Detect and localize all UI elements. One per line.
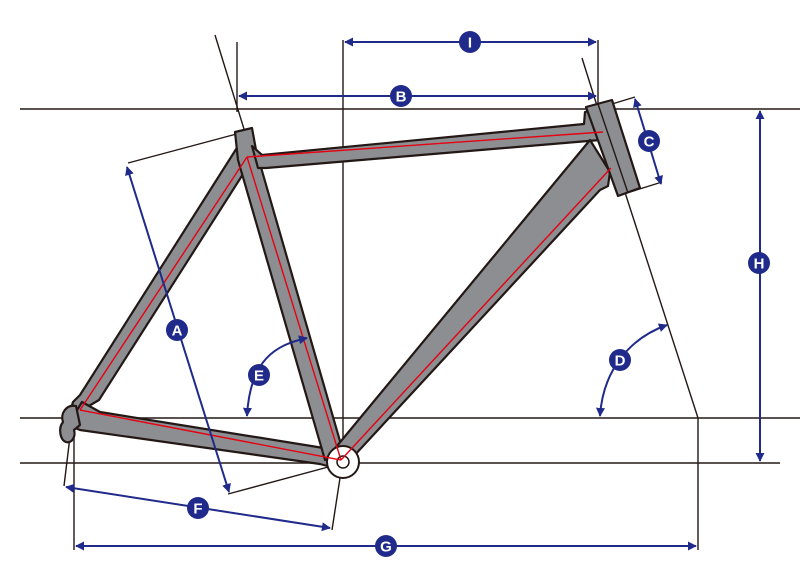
label-I: I bbox=[459, 31, 481, 53]
bottom-bracket-axle bbox=[336, 455, 350, 469]
label-G: G bbox=[375, 535, 397, 557]
label-F: F bbox=[187, 497, 209, 519]
badge-B-text: B bbox=[396, 89, 407, 106]
seat-tube-centerline bbox=[246, 156, 342, 461]
badge-E-text: E bbox=[254, 368, 264, 385]
seat-tube-witness-top bbox=[127, 131, 245, 164]
badge-F-text: F bbox=[193, 501, 202, 518]
label-C: C bbox=[638, 130, 660, 152]
badge-C bbox=[638, 130, 660, 152]
badge-B bbox=[390, 85, 412, 107]
badge-E bbox=[248, 364, 270, 386]
badge-C-text: C bbox=[644, 134, 655, 151]
label-E: E bbox=[248, 364, 270, 386]
badge-I bbox=[459, 31, 481, 53]
head-tube-extension-top bbox=[581, 57, 599, 110]
seat-tube-witness-bottom bbox=[227, 462, 344, 495]
badge-I-text: I bbox=[468, 35, 472, 52]
label-B: B bbox=[390, 85, 412, 107]
down-tube bbox=[330, 138, 612, 460]
rear-dropout bbox=[59, 404, 82, 444]
badge-D bbox=[609, 349, 631, 371]
badge-G-text: G bbox=[380, 539, 392, 556]
badge-A bbox=[166, 319, 188, 341]
down-tube-centerline bbox=[340, 167, 612, 461]
badge-H bbox=[748, 252, 770, 274]
dimension-arrows bbox=[65, 37, 765, 551]
badge-A-text: A bbox=[172, 323, 183, 340]
head-tube-seam bbox=[597, 103, 629, 194]
badge-F bbox=[187, 497, 209, 519]
badge-G bbox=[375, 535, 397, 557]
label-D: D bbox=[609, 349, 631, 371]
label-H: H bbox=[748, 252, 770, 274]
bicycle-frame bbox=[59, 98, 642, 479]
dim-E-arc bbox=[242, 335, 308, 417]
top-tube-centerline bbox=[246, 131, 604, 158]
head-tube-witness-top bbox=[611, 96, 636, 105]
badge-H-text: H bbox=[754, 256, 765, 273]
reference-lines bbox=[20, 34, 800, 550]
dim-D-arc bbox=[596, 323, 668, 417]
bottom-bracket-shell bbox=[326, 445, 360, 479]
badge-D-text: D bbox=[615, 353, 626, 370]
top-tube bbox=[250, 106, 602, 170]
label-A: A bbox=[166, 319, 188, 341]
